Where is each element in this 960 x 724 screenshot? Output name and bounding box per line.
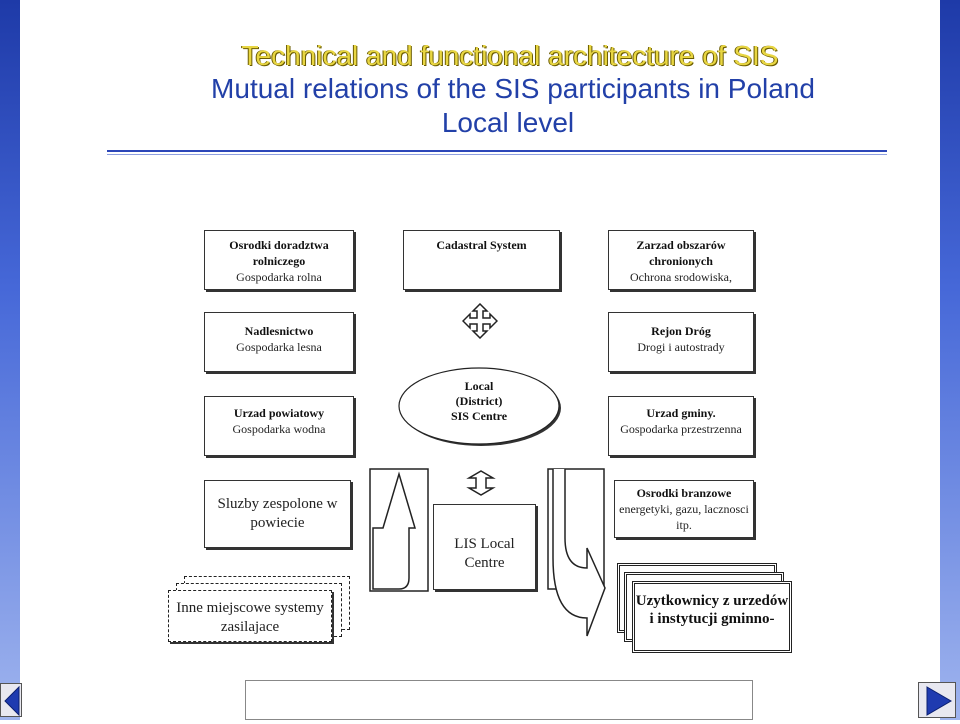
ellipse-local-sis: Local (District) SIS Centre	[395, 365, 565, 449]
vertical-double-arrow-icon	[466, 470, 496, 496]
box-urzad-powiatowy-sub: Gospodarka wodna	[232, 422, 326, 436]
box-urzad-powiatowy-title: Urzad powiatowy	[233, 406, 325, 420]
box-urzad-powiatowy: Urzad powiatowy Gospodarka wodna	[204, 396, 354, 456]
box-lis-local-text: LIS Local Centre	[454, 536, 515, 571]
title-rule-thin	[107, 154, 887, 155]
box-osrodki-branzowe-sub: energetyki, gazu, lacznosci itp.	[619, 502, 749, 532]
box-osrodki-doradztwa: Osrodki doradztwa rolniczego Gospodarka …	[204, 230, 354, 290]
down-arrow-panel	[547, 468, 607, 658]
box-zarzad-obszarow-sub: Ochrona srodowiska,	[630, 270, 732, 284]
box-inne-systemy: Inne miejscowe systemy zasilajace	[168, 590, 332, 642]
box-uzytkownicy: Uzytkownicy z urzedów i instytucji gminn…	[632, 581, 792, 653]
right-decor-bar	[940, 0, 960, 720]
prev-slide-button[interactable]	[0, 683, 22, 717]
box-zarzad-obszarow-title: Zarzad obszarów chronionych	[636, 238, 726, 268]
four-way-arrow-icon	[461, 302, 499, 340]
slide-subtitle: Mutual relations of the SIS participants…	[211, 73, 815, 104]
box-cadastral-title: Cadastral System	[436, 238, 527, 252]
box-uzytkownicy-text: Uzytkownicy z urzedów i instytucji gminn…	[635, 593, 789, 627]
title-rule	[107, 150, 887, 152]
box-zarzad-obszarow: Zarzad obszarów chronionych Ochrona srod…	[608, 230, 754, 290]
box-sluzby-text: Sluzby zespolone w powiecie	[217, 496, 338, 531]
box-nadlesnictwo-sub: Gospodarka lesna	[236, 340, 322, 354]
bottom-bar	[245, 680, 753, 720]
box-osrodki-branzowe: Osrodki branzowe energetyki, gazu, laczn…	[614, 480, 754, 538]
local-sis-label: Local (District) SIS Centre	[450, 379, 508, 423]
box-cadastral: Cadastral System	[403, 230, 560, 290]
box-rejon-drog-sub: Drogi i autostrady	[637, 340, 725, 354]
prev-arrow-icon	[4, 685, 20, 717]
box-nadlesnictwo: Nadlesnictwo Gospodarka lesna	[204, 312, 354, 372]
next-arrow-icon	[926, 686, 952, 716]
slide-subtitle-level: Local level	[441, 107, 575, 138]
box-osrodki-doradztwa-title: Osrodki doradztwa rolniczego	[229, 238, 329, 268]
box-urzad-gminy-title: Urzad gminy.	[646, 406, 716, 420]
box-rejon-drog: Rejon Dróg Drogi i autostrady	[608, 312, 754, 372]
box-inne-text: Inne miejscowe systemy zasilajace	[176, 600, 324, 635]
slide-title: Technical and functional architecture of…	[241, 40, 779, 71]
box-rejon-drog-title: Rejon Dróg	[651, 324, 711, 338]
box-nadlesnictwo-title: Nadlesnictwo	[244, 324, 314, 338]
up-arrow-panel	[369, 468, 431, 594]
box-urzad-gminy: Urzad gminy. Gospodarka przestrzenna	[608, 396, 754, 456]
box-urzad-gminy-sub: Gospodarka przestrzenna	[620, 422, 742, 436]
box-lis-local: LIS Local Centre	[433, 504, 536, 590]
box-osrodki-branzowe-title: Osrodki branzowe	[636, 486, 732, 500]
left-decor-bar	[0, 0, 20, 720]
box-sluzby: Sluzby zespolone w powiecie	[204, 480, 351, 548]
next-slide-button[interactable]	[918, 682, 956, 718]
box-osrodki-doradztwa-sub: Gospodarka rolna	[236, 270, 322, 284]
